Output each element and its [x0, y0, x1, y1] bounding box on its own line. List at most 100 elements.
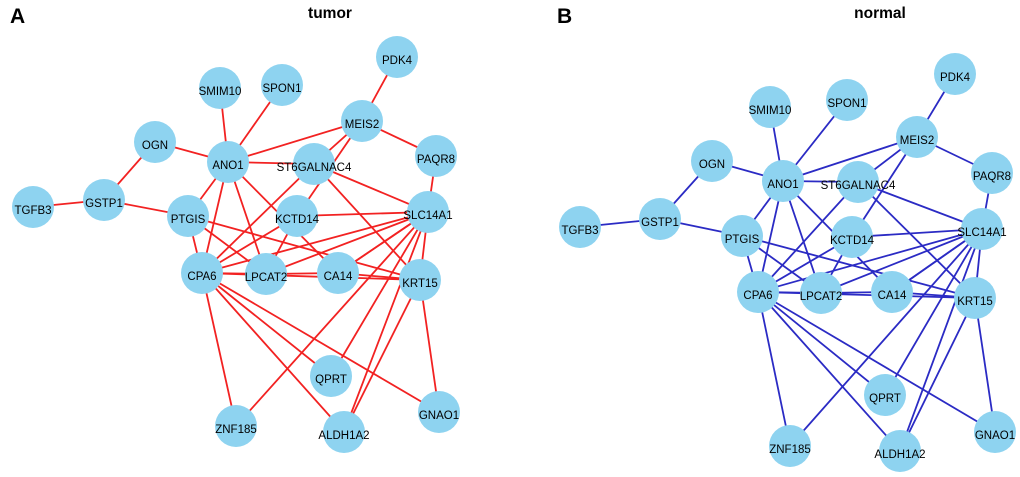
node-QPRT[interactable]: QPRT	[310, 355, 352, 397]
node-circle-TGFB3[interactable]	[12, 186, 54, 228]
node-circle-LPCAT2[interactable]	[245, 253, 287, 295]
node-MEIS2[interactable]: MEIS2	[341, 100, 383, 142]
node-circle-SMIM10[interactable]	[749, 86, 791, 128]
node-label-PAQR8: PAQR8	[417, 154, 455, 166]
node-CA14[interactable]: CA14	[317, 252, 359, 294]
node-label-ANO1: ANO1	[212, 160, 243, 172]
node-SLC14A1[interactable]: SLC14A1	[957, 208, 1007, 250]
node-GNAO1[interactable]: GNAO1	[974, 411, 1016, 453]
node-circle-OGN[interactable]	[134, 121, 176, 163]
node-KRT15[interactable]: KRT15	[954, 277, 996, 319]
node-circle-PAQR8[interactable]	[971, 152, 1013, 194]
node-circle-PAQR8[interactable]	[415, 135, 457, 177]
panel-title-tumor: tumor	[308, 5, 352, 22]
node-label-LPCAT2: LPCAT2	[800, 291, 843, 303]
node-LPCAT2[interactable]: LPCAT2	[245, 253, 288, 295]
node-circle-QPRT[interactable]	[864, 374, 906, 416]
node-circle-ZNF185[interactable]	[215, 405, 257, 447]
node-TGFB3[interactable]: TGFB3	[559, 206, 601, 248]
edge-KCTD14-SLC14A1	[851, 228, 983, 238]
node-circle-SPON1[interactable]	[826, 79, 868, 121]
edge-CPA6-QPRT	[201, 272, 332, 377]
node-circle-CPA6[interactable]	[181, 252, 223, 294]
node-CPA6[interactable]: CPA6	[181, 252, 223, 294]
node-circle-SMIM10[interactable]	[199, 67, 241, 109]
node-circle-PTGIS[interactable]	[721, 215, 763, 257]
node-PDK4[interactable]: PDK4	[934, 53, 976, 95]
node-ALDH1A2[interactable]: ALDH1A2	[874, 430, 926, 472]
node-circle-ALDH1A2[interactable]	[879, 430, 921, 472]
node-SMIM10[interactable]: SMIM10	[199, 67, 242, 109]
node-ST6GALNAC4[interactable]: ST6GALNAC4	[821, 161, 896, 203]
node-ZNF185[interactable]: ZNF185	[769, 425, 811, 467]
node-circle-CPA6[interactable]	[737, 271, 779, 313]
node-PTGIS[interactable]: PTGIS	[721, 215, 763, 257]
node-circle-SLC14A1[interactable]	[407, 191, 449, 233]
node-circle-MEIS2[interactable]	[341, 100, 383, 142]
node-label-SPON1: SPON1	[828, 98, 867, 110]
node-circle-ST6GALNAC4[interactable]	[293, 143, 335, 185]
node-circle-LPCAT2[interactable]	[800, 272, 842, 314]
node-circle-SLC14A1[interactable]	[961, 208, 1003, 250]
node-ANO1[interactable]: ANO1	[207, 141, 249, 183]
node-circle-TGFB3[interactable]	[559, 206, 601, 248]
node-PAQR8[interactable]: PAQR8	[415, 135, 457, 177]
node-circle-CA14[interactable]	[871, 271, 913, 313]
node-SLC14A1[interactable]: SLC14A1	[403, 191, 453, 233]
node-circle-PDK4[interactable]	[376, 36, 418, 78]
node-SPON1[interactable]: SPON1	[826, 79, 868, 121]
node-QPRT[interactable]: QPRT	[864, 374, 906, 416]
node-PDK4[interactable]: PDK4	[376, 36, 418, 78]
node-GSTP1[interactable]: GSTP1	[83, 179, 125, 221]
node-circle-ANO1[interactable]	[762, 160, 804, 202]
node-CA14[interactable]: CA14	[871, 271, 913, 313]
node-circle-KCTD14[interactable]	[831, 216, 873, 258]
node-circle-MEIS2[interactable]	[896, 116, 938, 158]
node-circle-GSTP1[interactable]	[83, 179, 125, 221]
node-SMIM10[interactable]: SMIM10	[749, 86, 792, 128]
node-KCTD14[interactable]: KCTD14	[275, 195, 320, 237]
node-circle-PTGIS[interactable]	[167, 195, 209, 237]
node-PAQR8[interactable]: PAQR8	[971, 152, 1013, 194]
edge-KRT15-ALDH1A2	[343, 279, 421, 433]
node-circle-QPRT[interactable]	[310, 355, 352, 397]
node-label-CA14: CA14	[878, 290, 907, 302]
node-ANO1[interactable]: ANO1	[762, 160, 804, 202]
node-circle-KRT15[interactable]	[399, 259, 441, 301]
node-circle-ST6GALNAC4[interactable]	[837, 161, 879, 203]
node-KCTD14[interactable]: KCTD14	[830, 216, 875, 258]
edge-ST6GALNAC4-KRT15	[857, 181, 976, 299]
node-SPON1[interactable]: SPON1	[261, 64, 303, 106]
node-circle-ALDH1A2[interactable]	[323, 411, 365, 453]
node-ALDH1A2[interactable]: ALDH1A2	[318, 411, 370, 453]
node-label-CPA6: CPA6	[187, 271, 216, 283]
node-circle-ZNF185[interactable]	[769, 425, 811, 467]
node-MEIS2[interactable]: MEIS2	[896, 116, 938, 158]
node-OGN[interactable]: OGN	[691, 140, 733, 182]
edge-ANO1-MEIS2	[782, 136, 918, 182]
node-circle-PDK4[interactable]	[934, 53, 976, 95]
node-circle-GNAO1[interactable]	[418, 391, 460, 433]
node-PTGIS[interactable]: PTGIS	[167, 195, 209, 237]
edge-PTGIS-KRT15	[741, 235, 976, 299]
node-circle-KRT15[interactable]	[954, 277, 996, 319]
node-circle-CA14[interactable]	[317, 252, 359, 294]
node-OGN[interactable]: OGN	[134, 121, 176, 163]
edge-LPCAT2-SLC14A1	[265, 211, 429, 275]
node-LPCAT2[interactable]: LPCAT2	[800, 272, 843, 314]
node-GSTP1[interactable]: GSTP1	[639, 198, 681, 240]
node-ST6GALNAC4[interactable]: ST6GALNAC4	[277, 143, 352, 185]
node-circle-GNAO1[interactable]	[974, 411, 1016, 453]
node-circle-ANO1[interactable]	[207, 141, 249, 183]
node-CPA6[interactable]: CPA6	[737, 271, 779, 313]
node-circle-GSTP1[interactable]	[639, 198, 681, 240]
node-circle-KCTD14[interactable]	[276, 195, 318, 237]
node-GNAO1[interactable]: GNAO1	[418, 391, 460, 433]
node-circle-OGN[interactable]	[691, 140, 733, 182]
node-TGFB3[interactable]: TGFB3	[12, 186, 54, 228]
node-KRT15[interactable]: KRT15	[399, 259, 441, 301]
node-ZNF185[interactable]: ZNF185	[215, 405, 257, 447]
node-circle-SPON1[interactable]	[261, 64, 303, 106]
